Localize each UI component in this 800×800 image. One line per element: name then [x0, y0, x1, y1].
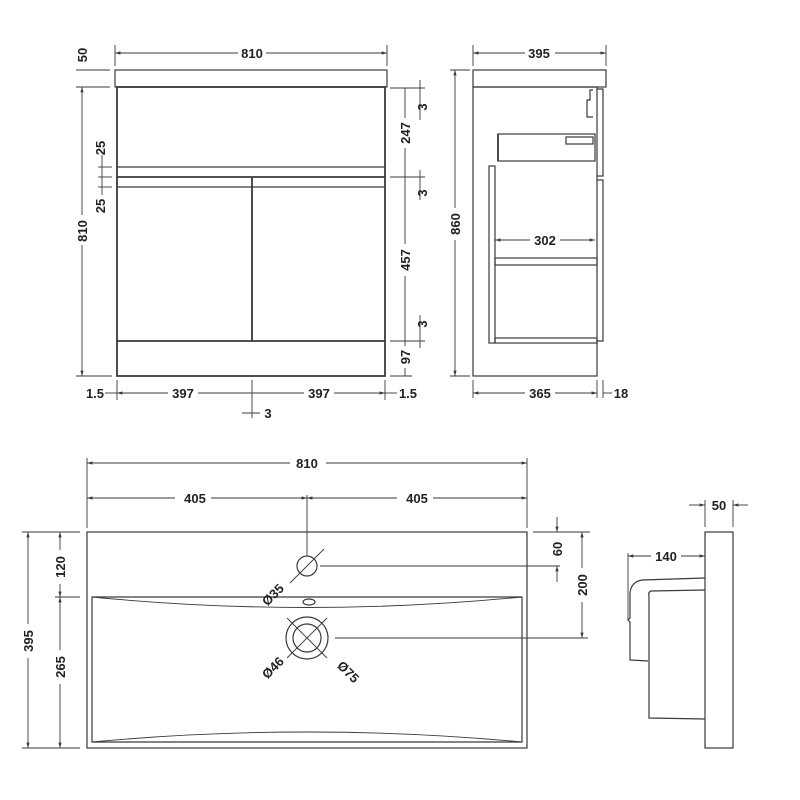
drawer-depth-label: 302: [534, 233, 556, 248]
side-body: [472, 86, 598, 377]
waste-inner-label: Ø46: [259, 654, 287, 682]
drawer-gap-top-label: 25: [93, 141, 108, 155]
edge-left-label: 1.5: [86, 386, 104, 401]
half-right-label: 405: [406, 491, 428, 506]
door-right-width-label: 397: [308, 386, 330, 401]
gap-bottom-label: 3: [415, 320, 430, 327]
bowl-projection-label: 140: [655, 549, 677, 564]
waste-outer: [285, 616, 329, 660]
front-width-label: 810: [241, 46, 263, 61]
bowl-profile-inner: [648, 589, 706, 720]
plinth-height-label: 97: [398, 350, 413, 364]
drawer-height-label: 247: [398, 122, 413, 144]
gap-mid-label: 3: [415, 189, 430, 196]
waste-from-back-label: 200: [575, 574, 590, 596]
basin-top-view: Ø35 Ø46 Ø75 810 405 405 395 120 265 60 2…: [21, 455, 590, 749]
side-depth-label: 395: [528, 46, 550, 61]
bowl-profile-outer: [627, 577, 706, 662]
basin-side-view: 50 140: [627, 498, 748, 749]
door-left-width-label: 397: [172, 386, 194, 401]
worktop-slab: [114, 69, 388, 88]
side-view: 395 860 302 365 18: [448, 45, 628, 401]
side-door: [597, 88, 604, 342]
bowl-depth-label: 265: [53, 656, 68, 678]
front-slab-height-label: 50: [75, 48, 90, 62]
tap-hole-label: Ø35: [259, 581, 287, 609]
basin-depth-label: 395: [21, 630, 36, 652]
side-drawer: [497, 133, 596, 162]
tap-from-back-label: 60: [550, 542, 565, 556]
front-view: 810 50 810 25 25 247 457 97 3 3 3 1.5 39…: [75, 44, 430, 421]
front-height-label: 810: [75, 220, 90, 242]
half-left-label: 405: [184, 491, 206, 506]
waste-outer-label: Ø75: [334, 658, 362, 686]
basin-thickness-label: 50: [712, 498, 726, 513]
side-height-label: 860: [448, 213, 463, 235]
body-depth-label: 365: [529, 386, 551, 401]
edge-right-label: 1.5: [399, 386, 417, 401]
drawer-gap-bottom-label: 25: [93, 199, 108, 213]
waste-inner: [292, 623, 322, 653]
door-thickness-label: 18: [614, 386, 628, 401]
overflow: [302, 598, 316, 606]
door-height-label: 457: [398, 249, 413, 271]
basin-side-slab: [704, 531, 734, 749]
gap-top-label: 3: [415, 103, 430, 110]
cabinet-body: [116, 86, 386, 377]
basin-outline: [86, 531, 528, 749]
basin-width-label: 810: [296, 456, 318, 471]
door-gap-label: 3: [264, 406, 271, 421]
side-worktop: [472, 69, 607, 88]
tap-offset-label: 120: [53, 556, 68, 578]
bowl-outline: [91, 596, 523, 743]
